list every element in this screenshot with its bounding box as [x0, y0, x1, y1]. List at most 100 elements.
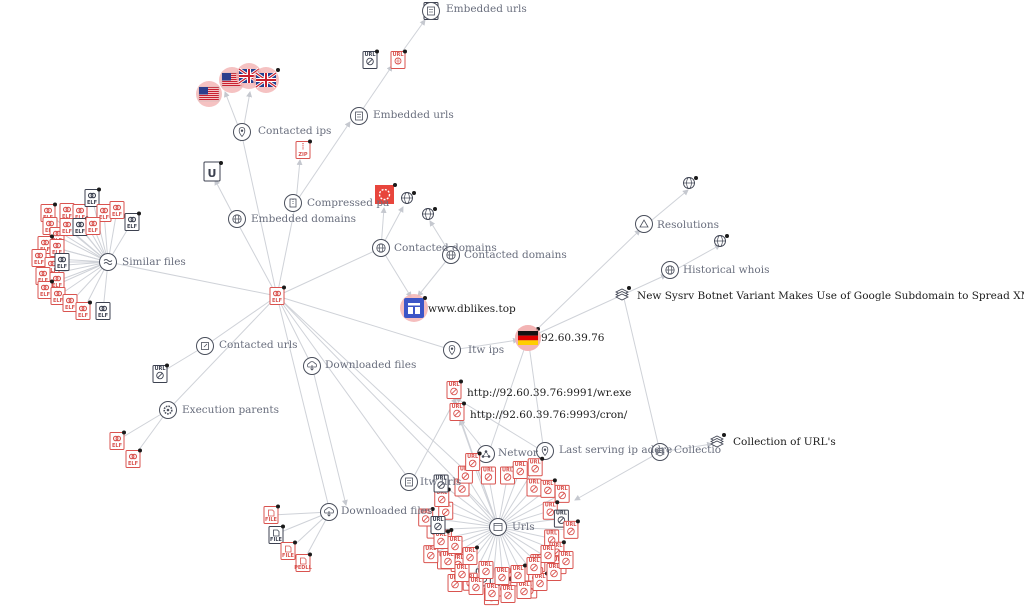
urls-cluster-file[interactable]: URL [494, 567, 510, 585]
urls-cluster-file[interactable]: URL [563, 519, 580, 539]
similar-elf-file[interactable]: ELF [124, 211, 141, 231]
similar-elf-file[interactable]: ELF [59, 203, 75, 221]
urls-cluster-file[interactable]: URL [510, 563, 527, 583]
similar-elf-file[interactable]: ELF [75, 300, 92, 320]
central-elf-file[interactable]: ELF [269, 285, 286, 305]
urls-cluster-file[interactable]: URL [512, 460, 528, 479]
similar-elf-file[interactable]: ELF [95, 302, 111, 320]
urls-cluster-file[interactable]: URL [447, 536, 463, 554]
rel-node-last-serving-ip[interactable] [536, 442, 554, 460]
rel-node-historical-whois[interactable] [661, 261, 679, 279]
rel-node-embedded-urls-2[interactable] [350, 107, 368, 125]
urls-cluster-file[interactable]: URL [454, 564, 470, 582]
file-icon [34, 252, 44, 259]
urls-cluster-file[interactable]: URL [554, 484, 570, 503]
rel-node-downloaded-files-2[interactable] [320, 503, 338, 521]
www-node-2[interactable] [422, 207, 438, 220]
downloaded-file[interactable]: FILE [263, 504, 280, 524]
rel-node-resolutions[interactable] [635, 215, 653, 233]
rel-node-compressed-parents[interactable] [284, 194, 302, 212]
rel-label-similar-files: Similar files [122, 256, 186, 268]
urls-cluster-file[interactable]: URL [462, 545, 479, 565]
report-node[interactable] [615, 286, 631, 301]
rel-node-contacted-domains-2[interactable] [442, 246, 460, 264]
file-type-label: ELF [98, 313, 108, 319]
us-flag-icon[interactable] [196, 81, 222, 107]
urls-cluster-file[interactable]: URL [418, 506, 435, 527]
rel-node-embedded-urls-top[interactable] [422, 2, 440, 20]
zip-file[interactable]: ZIP [295, 139, 312, 159]
similar-elf-file[interactable]: ELF [62, 294, 78, 312]
file-type-label: ELF [272, 298, 282, 304]
url-file-cron[interactable]: URL [449, 401, 466, 421]
similar-elf-file[interactable]: ELF [85, 217, 101, 235]
url-file-dark[interactable]: URL [362, 49, 379, 69]
similar-elf-file[interactable]: ELF [54, 253, 70, 271]
rel-node-itw-ips[interactable] [443, 341, 461, 359]
urls-cluster-file[interactable]: URL [546, 563, 562, 581]
urls-cluster-file[interactable]: URL [430, 516, 446, 534]
file-icon [112, 435, 122, 442]
file-icon [127, 216, 137, 223]
downloaded-pedll-file[interactable]: PEDLL [294, 552, 313, 572]
collection-node[interactable] [710, 433, 726, 448]
rel-node-itw-urls[interactable] [400, 473, 418, 491]
similar-elf-file[interactable]: ELF [109, 201, 125, 219]
url-file-red[interactable]: URL [390, 49, 407, 69]
www-node-1[interactable] [401, 191, 417, 204]
rel-node-urls[interactable] [489, 518, 507, 536]
www-node-3[interactable] [683, 176, 699, 189]
ip-label: 92.60.39.76 [541, 332, 605, 344]
file-type-label: ELF [65, 305, 75, 311]
similar-elf-file[interactable]: ELF [84, 187, 101, 207]
hub-edge [276, 295, 471, 476]
cloud-download-icon [307, 361, 317, 371]
similar-elf-file[interactable]: ELF [49, 272, 65, 290]
rel-node-contacted-domains-1[interactable] [372, 239, 390, 257]
de-flag-icon[interactable] [515, 325, 541, 351]
urls-cluster-file[interactable]: URL [433, 474, 449, 493]
rel-node-collections[interactable] [651, 443, 669, 461]
rel-label-embedded-domains: Embedded domains [251, 213, 356, 225]
urls-cluster-file[interactable]: URL [500, 585, 516, 603]
urls-cluster-file[interactable]: URL [423, 545, 439, 564]
archive-u-file[interactable]: U [203, 161, 223, 182]
rel-node-embedded-domains[interactable] [228, 210, 246, 228]
gb-flag-icon[interactable] [253, 67, 279, 93]
similar-elf-file[interactable]: ELF [59, 218, 75, 236]
red-domain-favicon[interactable] [375, 183, 397, 204]
urls-fan-edge [497, 526, 572, 533]
similar-elf-file[interactable]: ELF [50, 287, 66, 305]
downloaded-file[interactable]: FILE [280, 540, 297, 560]
urls-cluster-file[interactable]: URL [468, 577, 484, 595]
urls-cluster-file[interactable]: URL [540, 545, 556, 563]
file-type-label: ELF [47, 268, 57, 274]
rel-node-execution-parents[interactable] [159, 401, 177, 419]
rel-node-downloaded-files-1[interactable] [303, 357, 321, 375]
similar-elf-file[interactable]: ELF [31, 249, 47, 267]
contacted-url-file[interactable]: URL [152, 363, 169, 383]
urls-cluster-file[interactable]: URL [542, 500, 560, 520]
execution-parent-elf[interactable]: ELF [125, 448, 142, 468]
urls-cluster-file[interactable]: URL [527, 456, 545, 477]
domain-node-dblikes[interactable] [400, 294, 428, 322]
url-file-wr-exe[interactable]: URL [446, 379, 463, 399]
urls-cluster-file[interactable]: URL [540, 478, 557, 498]
rel-node-contacted-ips[interactable] [233, 123, 251, 141]
file-icon [488, 589, 496, 598]
urls-cluster-file[interactable]: URL [480, 466, 496, 485]
rel-label-contacted-domains-1: Contacted domains [394, 242, 497, 254]
urls-cluster-file[interactable]: URL [478, 561, 494, 579]
urls-cluster-file[interactable]: URL [526, 478, 542, 497]
urls-cluster-file[interactable]: URL [526, 557, 542, 575]
rel-node-similar-files[interactable] [99, 253, 117, 271]
rel-node-contacted-urls[interactable] [196, 337, 214, 355]
file-icon [466, 553, 474, 562]
www-node-4[interactable] [714, 234, 730, 247]
execution-parent-elf[interactable]: ELF [109, 430, 126, 450]
urls-cluster-file[interactable]: URL [465, 451, 482, 471]
urls-cluster-file[interactable]: URL [516, 581, 532, 599]
urls-cluster-file[interactable]: URL [558, 551, 574, 569]
downloaded-file-dark[interactable]: FILE [268, 524, 285, 544]
